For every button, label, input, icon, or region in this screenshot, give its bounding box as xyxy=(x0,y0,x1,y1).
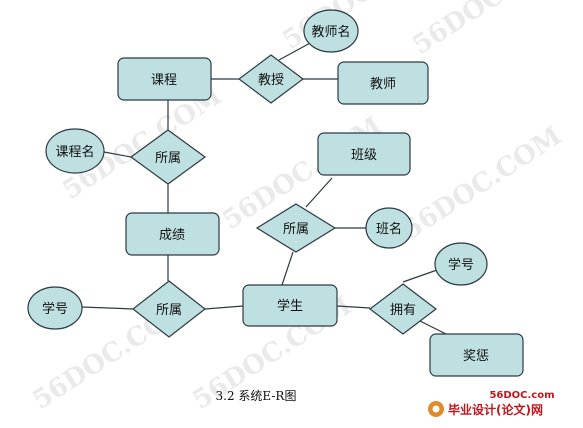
connector-lines xyxy=(81,41,451,337)
relationship-belong-student-label: 所属 xyxy=(156,303,182,318)
relationship-belong-course-label: 所属 xyxy=(155,151,181,166)
entity-course: 课程 xyxy=(117,57,212,101)
logo-text: 毕业设计(论文)网 xyxy=(448,402,543,417)
edge-studentid-belong xyxy=(81,306,135,310)
entity-grade: 成绩 xyxy=(125,212,220,256)
attribute-student-id-left-label: 学号 xyxy=(42,301,68,317)
edge-belong-student xyxy=(204,305,244,310)
edge-class-belong xyxy=(305,177,333,208)
entity-class: 班级 xyxy=(317,132,411,176)
logo-emblem-inner-icon xyxy=(432,405,440,413)
attribute-class-name: 班名 xyxy=(365,207,413,249)
entity-award: 奖惩 xyxy=(429,333,524,377)
watermark-text: 56DOC.COM xyxy=(397,121,567,246)
entity-course-label: 课程 xyxy=(151,73,177,88)
attribute-course-name: 课程名 xyxy=(45,128,105,174)
entity-teacher: 教师 xyxy=(337,61,429,105)
attribute-student-id-left: 学号 xyxy=(27,286,83,330)
attribute-student-id-right: 学号 xyxy=(434,242,488,286)
attribute-course-name-label: 课程名 xyxy=(55,144,94,160)
attribute-teacher-name-label: 教师名 xyxy=(311,24,350,40)
relationship-belong-course: 所属 xyxy=(129,129,207,185)
figure-caption: 3.2 系统E-R图 xyxy=(216,389,297,403)
attribute-teacher-name: 教师名 xyxy=(303,9,359,53)
relationship-teach-label: 教授 xyxy=(258,72,284,88)
watermark-text: 56DOC.COM xyxy=(407,0,577,61)
relationship-teach: 教授 xyxy=(238,54,304,104)
relationship-has-label: 拥有 xyxy=(390,303,416,318)
edge-student-has xyxy=(336,305,371,309)
entity-grade-label: 成绩 xyxy=(159,228,185,243)
entity-award-label: 奖惩 xyxy=(463,349,489,364)
relationship-belong-class: 所属 xyxy=(255,203,337,253)
site-logo: 56DOC.com 毕业设计(论文)网 xyxy=(428,390,555,417)
entity-student-label: 学生 xyxy=(277,298,303,314)
entity-student: 学生 xyxy=(242,284,338,327)
relationship-belong-class-label: 所属 xyxy=(283,222,309,237)
edge-teach-teachername xyxy=(278,41,313,61)
logo-url: 56DOC.com xyxy=(489,390,554,401)
relationship-has: 拥有 xyxy=(369,283,437,335)
entity-teacher-label: 教师 xyxy=(370,76,396,92)
edge-coursename-belong xyxy=(103,151,132,158)
entity-class-label: 班级 xyxy=(351,148,377,163)
relationship-belong-student: 所属 xyxy=(132,280,206,338)
attribute-student-id-right-label: 学号 xyxy=(448,257,474,273)
edge-belong-student2 xyxy=(281,251,294,286)
edge-has-studentid xyxy=(402,269,438,283)
attribute-class-name-label: 班名 xyxy=(376,221,402,237)
